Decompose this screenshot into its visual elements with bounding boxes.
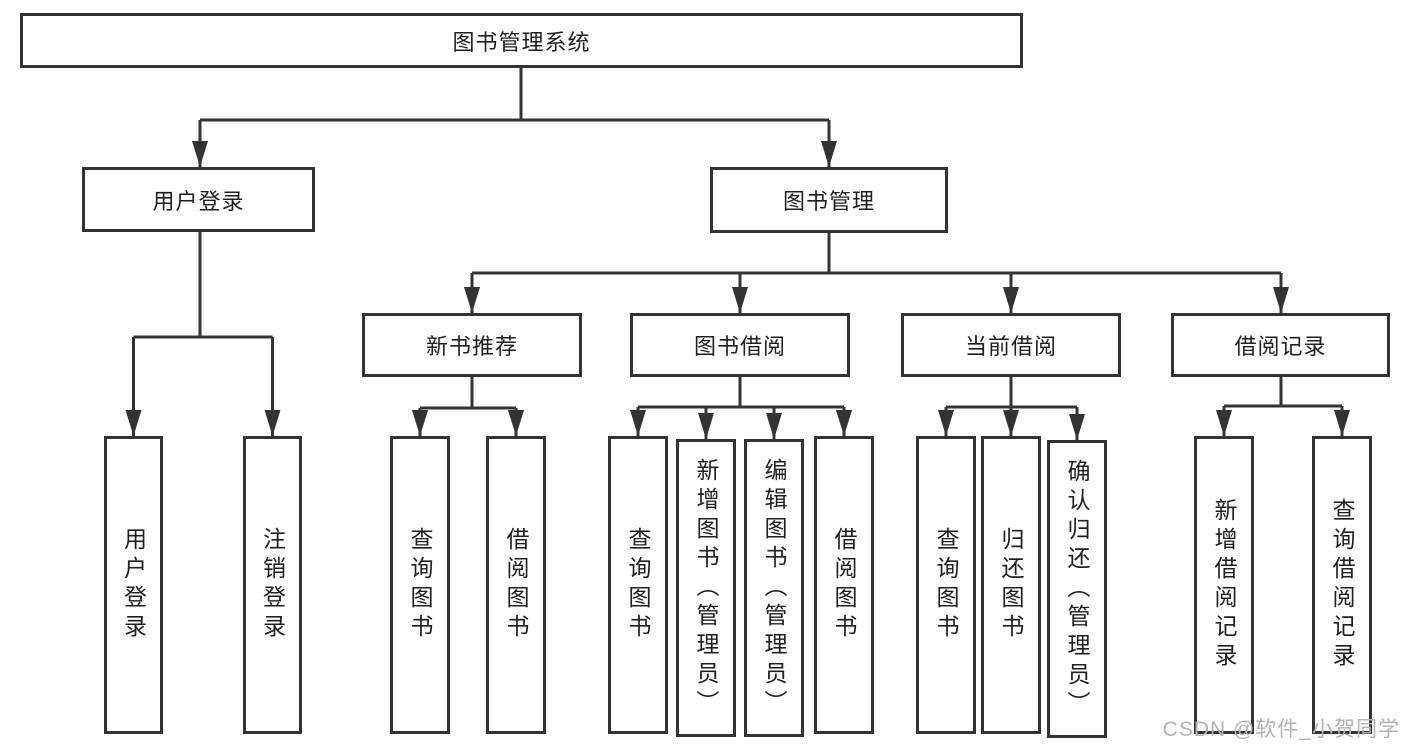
leaf-query-books-recommend: 查询图书 [390, 436, 450, 734]
leaf-borrow-books-recommend: 借阅图书 [486, 436, 546, 734]
leaf-query-books-borrow: 查询图书 [608, 436, 668, 734]
leaf-logout: 注销登录 [243, 436, 302, 734]
node-label: 新书推荐 [425, 334, 518, 359]
node-label: 归还图书 [998, 527, 1024, 643]
node-library-management-system: 图书管理系统 [20, 13, 1023, 68]
node-label: 借阅记录 [1234, 334, 1327, 359]
csdn-watermark: CSDN @软件_小贺同学 [1162, 718, 1400, 741]
node-book-borrowing: 图书借阅 [630, 313, 850, 377]
node-book-management: 图书管理 [710, 167, 948, 233]
node-borrowing-records: 借阅记录 [1171, 313, 1390, 377]
node-label: 借阅图书 [503, 527, 529, 643]
node-label: 查询借阅记录 [1329, 498, 1355, 672]
node-label: 用户登录 [120, 527, 147, 643]
node-label: 查询图书 [407, 527, 433, 643]
node-label: 图书管理 [782, 189, 875, 214]
leaf-add-books-admin: 新增图书（管理员） [676, 439, 736, 737]
node-label: 新增借阅记录 [1211, 498, 1237, 672]
node-current-borrowing: 当前借阅 [901, 313, 1121, 377]
leaf-edit-books-admin: 编辑图书（管理员） [744, 439, 804, 737]
node-label: 用户登录 [152, 188, 245, 214]
leaf-user-login: 用户登录 [104, 436, 163, 734]
node-label: 查询图书 [625, 527, 651, 643]
leaf-borrow-books: 借阅图书 [814, 436, 874, 734]
node-label: 借阅图书 [831, 527, 857, 643]
node-label: 图书借阅 [693, 334, 786, 359]
node-label: 图书管理系统 [452, 29, 591, 55]
node-label: 编辑图书（管理员） [761, 457, 787, 719]
leaf-query-books-current: 查询图书 [916, 436, 976, 734]
node-label: 当前借阅 [964, 334, 1057, 359]
node-label: 新增图书（管理员） [693, 457, 719, 719]
leaf-return-books: 归还图书 [981, 436, 1041, 734]
leaf-query-borrow-record: 查询借阅记录 [1312, 436, 1372, 734]
node-user-login: 用户登录 [82, 167, 315, 232]
node-label: 确认归还（管理员） [1064, 458, 1090, 720]
node-label: 查询图书 [933, 527, 959, 643]
leaf-add-borrow-record: 新增借阅记录 [1194, 436, 1254, 734]
node-new-book-recommend: 新书推荐 [362, 313, 582, 377]
node-label: 注销登录 [259, 527, 286, 643]
leaf-confirm-return-admin: 确认归还（管理员） [1047, 440, 1107, 738]
